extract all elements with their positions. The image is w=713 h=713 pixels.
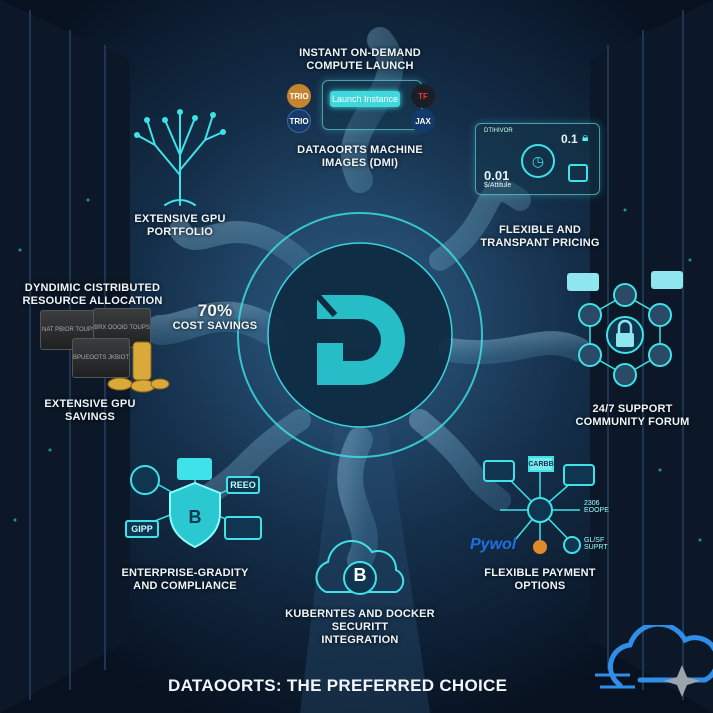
reeo-badge: REEO xyxy=(226,476,260,494)
lock-icon: 🔒︎ xyxy=(582,130,589,144)
card-label: CARBB xyxy=(528,456,554,472)
calendar-icon xyxy=(568,164,588,182)
gipp-badge: GIPP xyxy=(125,520,159,538)
launch-instance-button[interactable]: Launch Instance xyxy=(330,91,400,107)
trio-logo-icon: TRIO xyxy=(287,84,311,108)
pricing-panel: DTIHIVOR 0.01 $/Attitule ◷ 0.1 🔒︎ xyxy=(475,123,600,195)
cloud-logo-icon xyxy=(595,625,713,697)
payment-network-icon xyxy=(483,460,595,554)
savings-percent: 70% xyxy=(197,301,233,320)
trio-logo-icon-2: TRIO xyxy=(287,109,311,133)
tensorflow-logo-icon: TF xyxy=(411,84,435,108)
bitcoin-symbol: B xyxy=(353,565,367,585)
community-network-icon xyxy=(567,271,683,387)
jax-logo-icon: JAX xyxy=(411,109,435,133)
dataoorts-logo-icon xyxy=(314,292,405,385)
footer-title: DATAOORTS: THE PREFERRED CHOICE xyxy=(168,676,508,695)
payment-brand-logo: Pywol xyxy=(470,536,517,553)
price-value: 0.01 xyxy=(484,168,510,183)
price-unit: $/Attitule xyxy=(484,182,512,189)
security-shield-icon: B xyxy=(130,458,262,549)
clock-icon: ◷ xyxy=(521,144,555,178)
cloud-icon xyxy=(315,540,405,595)
svg-text:B: B xyxy=(189,507,202,527)
payment-note-top: 2306 EOOPE xyxy=(584,500,609,514)
payment-note-bottom: GL/SF SUPRT xyxy=(584,537,608,551)
tree-icon xyxy=(134,109,226,206)
pricing-header: DTIHIVOR xyxy=(484,128,513,134)
cost-savings-label: COST SAVINGS xyxy=(172,320,258,332)
coins-icon xyxy=(107,341,170,393)
price-small: 0.1 xyxy=(561,132,578,146)
gpu-chip: BPUEOOTS JKBIOT xyxy=(72,338,130,378)
